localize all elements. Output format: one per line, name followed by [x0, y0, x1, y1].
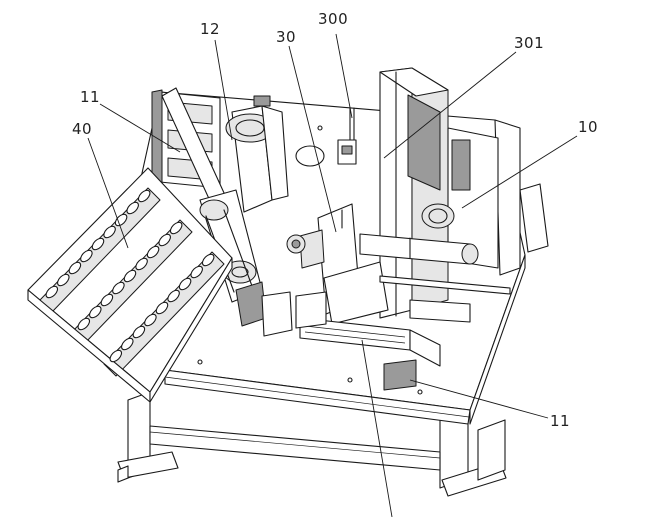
tray-cell — [135, 257, 148, 271]
right-plate — [421, 127, 499, 269]
tray-cell — [57, 273, 70, 287]
tray-cell — [109, 349, 123, 363]
tray-cell — [132, 325, 146, 339]
tray-cell — [137, 189, 151, 203]
label-11-bottom: 11 — [550, 412, 570, 430]
valve-assembly — [295, 107, 357, 167]
label-40: 40 — [72, 120, 92, 138]
label-12: 12 — [200, 20, 220, 38]
tray-cell — [144, 313, 157, 327]
tray-cell — [123, 269, 137, 283]
tray-cell — [201, 253, 215, 267]
tray-cell — [178, 277, 192, 291]
tray-cell — [158, 233, 171, 247]
central-mechanism — [286, 203, 511, 391]
reference-labels: 12 300 30 301 11 40 10 11 — [72, 10, 598, 430]
tray-cell — [68, 261, 82, 275]
tray-cell — [155, 301, 169, 315]
label-301: 301 — [514, 34, 544, 52]
tray-cell — [89, 305, 102, 319]
label-11-top: 11 — [80, 88, 100, 106]
tray-cell — [45, 285, 59, 299]
tray-cell — [100, 293, 114, 307]
tray-cell — [169, 221, 183, 235]
tray-cell — [103, 225, 116, 239]
tray-cell — [190, 265, 203, 279]
tray-cell — [121, 337, 134, 351]
tray-cell — [80, 249, 93, 263]
label-30: 30 — [276, 28, 296, 46]
tray-cell — [146, 245, 160, 259]
tray-cells — [45, 189, 215, 363]
tray-cell — [167, 289, 180, 303]
leader-lines — [87, 33, 578, 517]
tray-cell — [126, 201, 139, 215]
label-300: 300 — [318, 10, 348, 28]
tray-cell — [114, 213, 128, 227]
tray-cell — [91, 237, 105, 251]
tray-cell — [112, 281, 125, 295]
label-10: 10 — [578, 118, 598, 136]
robot-arm — [161, 87, 293, 337]
tray-cell — [77, 317, 91, 331]
